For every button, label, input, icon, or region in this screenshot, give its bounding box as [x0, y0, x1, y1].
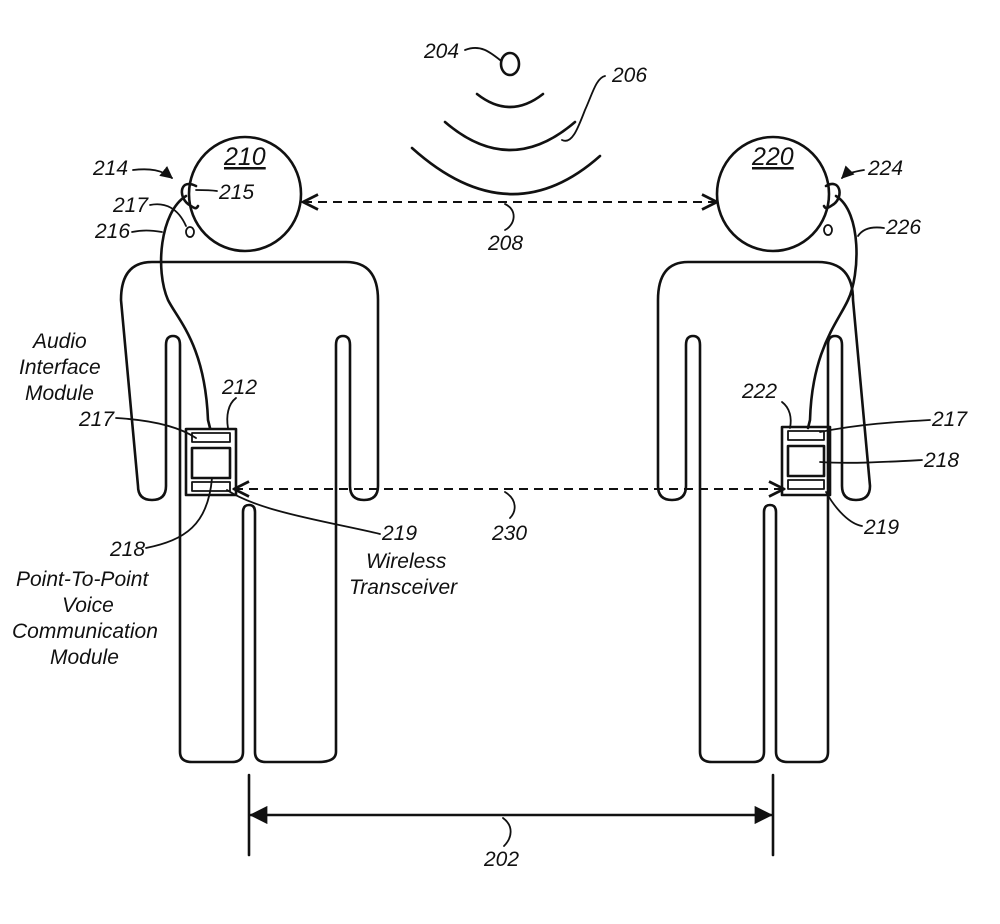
ref-217-right: 217	[931, 408, 968, 431]
right-module-screen	[786, 444, 826, 478]
leader-219-right	[825, 491, 863, 527]
leader-218-left	[145, 477, 213, 549]
left-module-slot-top	[191, 432, 231, 443]
right-earpiece	[822, 182, 841, 210]
ref-222: 222	[741, 380, 777, 403]
ref-204: 204	[423, 40, 459, 63]
ref-217-ear: 217	[112, 194, 149, 217]
audio-interface-line2: Interface	[19, 356, 101, 379]
ref-210: 210	[223, 143, 266, 171]
leader-215	[195, 189, 218, 192]
ref-216: 216	[94, 220, 130, 243]
ref-215: 215	[218, 181, 254, 204]
leader-217-right	[819, 419, 931, 433]
ref-217-left: 217	[78, 408, 115, 431]
wireless-line2: Transceiver	[349, 576, 458, 599]
ref-218-right: 218	[923, 449, 959, 472]
right-person-head	[715, 135, 831, 253]
right-module-slot-top	[787, 430, 825, 441]
broadcast-transmitter	[499, 51, 521, 77]
signal-wave-medium	[443, 120, 577, 152]
audio-interface-line3: Module	[25, 382, 94, 405]
ref-219-right: 219	[863, 516, 899, 539]
ref-218-left: 218	[109, 538, 145, 561]
left-module-screen	[190, 446, 232, 480]
leader-206	[561, 75, 606, 142]
ref-208: 208	[487, 232, 523, 255]
right-person-body	[656, 260, 872, 764]
left-person	[115, 135, 381, 764]
leader-230	[504, 491, 516, 519]
leader-224	[841, 165, 865, 179]
left-earpiece	[180, 182, 200, 210]
left-person-head	[187, 135, 303, 253]
left-ear-tip	[185, 226, 195, 238]
ptp-line2: Voice	[62, 594, 114, 617]
ref-206: 206	[611, 64, 647, 87]
ref-230: 230	[491, 522, 527, 545]
ref-224: 224	[867, 157, 903, 180]
wireless-line1: Wireless	[366, 550, 447, 573]
ref-220: 220	[751, 143, 794, 171]
left-person-body	[119, 260, 380, 764]
right-module-slot-bottom	[787, 479, 825, 490]
leader-218-right	[819, 459, 923, 464]
leader-202	[502, 817, 512, 847]
left-module-housing	[184, 427, 238, 497]
ref-226: 226	[885, 216, 921, 239]
leader-217-ear	[149, 203, 187, 227]
ref-214: 214	[92, 157, 128, 180]
audio-interface-line1: Audio	[31, 330, 87, 353]
signal-wave-large	[410, 146, 602, 196]
right-module-housing	[780, 425, 832, 497]
left-headset-cable	[159, 194, 212, 430]
ref-202: 202	[483, 848, 519, 871]
leader-208	[504, 203, 515, 231]
signal-wave-small	[475, 92, 545, 109]
leader-226	[857, 226, 885, 237]
leader-217-left	[115, 417, 197, 439]
leader-204	[464, 47, 501, 61]
ptp-line3: Communication	[12, 620, 158, 643]
ptp-line1: Point-To-Point	[16, 568, 149, 591]
leader-222	[781, 401, 792, 429]
leader-214	[132, 165, 173, 179]
right-person	[656, 135, 931, 764]
right-headset-cable	[806, 194, 858, 430]
leader-216	[131, 229, 163, 233]
right-ear-tip	[823, 224, 833, 236]
ref-219-left: 219	[381, 522, 417, 545]
ref-212: 212	[221, 376, 257, 399]
ptp-line4: Module	[50, 646, 119, 669]
leader-212	[226, 397, 237, 429]
